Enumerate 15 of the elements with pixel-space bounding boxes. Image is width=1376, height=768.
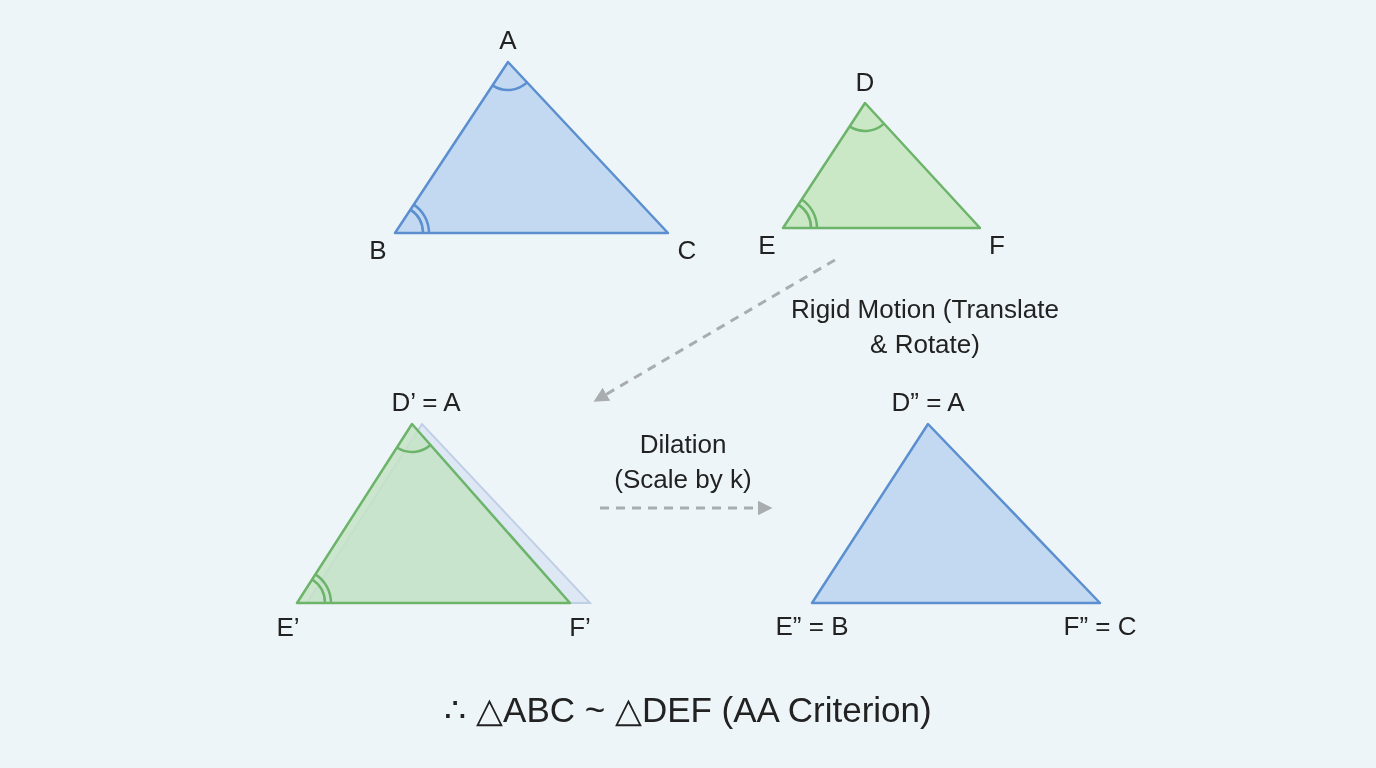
arrow	[593, 258, 836, 402]
vertex-label: E’	[276, 611, 300, 643]
vertex-label: D	[855, 66, 875, 98]
vertex-label: D” = A	[891, 386, 965, 418]
vertex-label: A	[499, 24, 517, 56]
vertex-label: D’ = A	[391, 386, 461, 418]
vertex-label: F’	[569, 611, 591, 643]
vertex-label: C	[677, 234, 697, 266]
vertex-label: F” = C	[1063, 610, 1137, 642]
caption: ∴ △ABC ~ △DEF (AA Criterion)	[443, 690, 933, 730]
vertex-label: E	[758, 229, 776, 261]
vertex-label: E” = B	[775, 610, 849, 642]
vertex-label: F	[989, 229, 1005, 261]
arrow	[600, 500, 773, 516]
vertex-label: B	[369, 234, 387, 266]
